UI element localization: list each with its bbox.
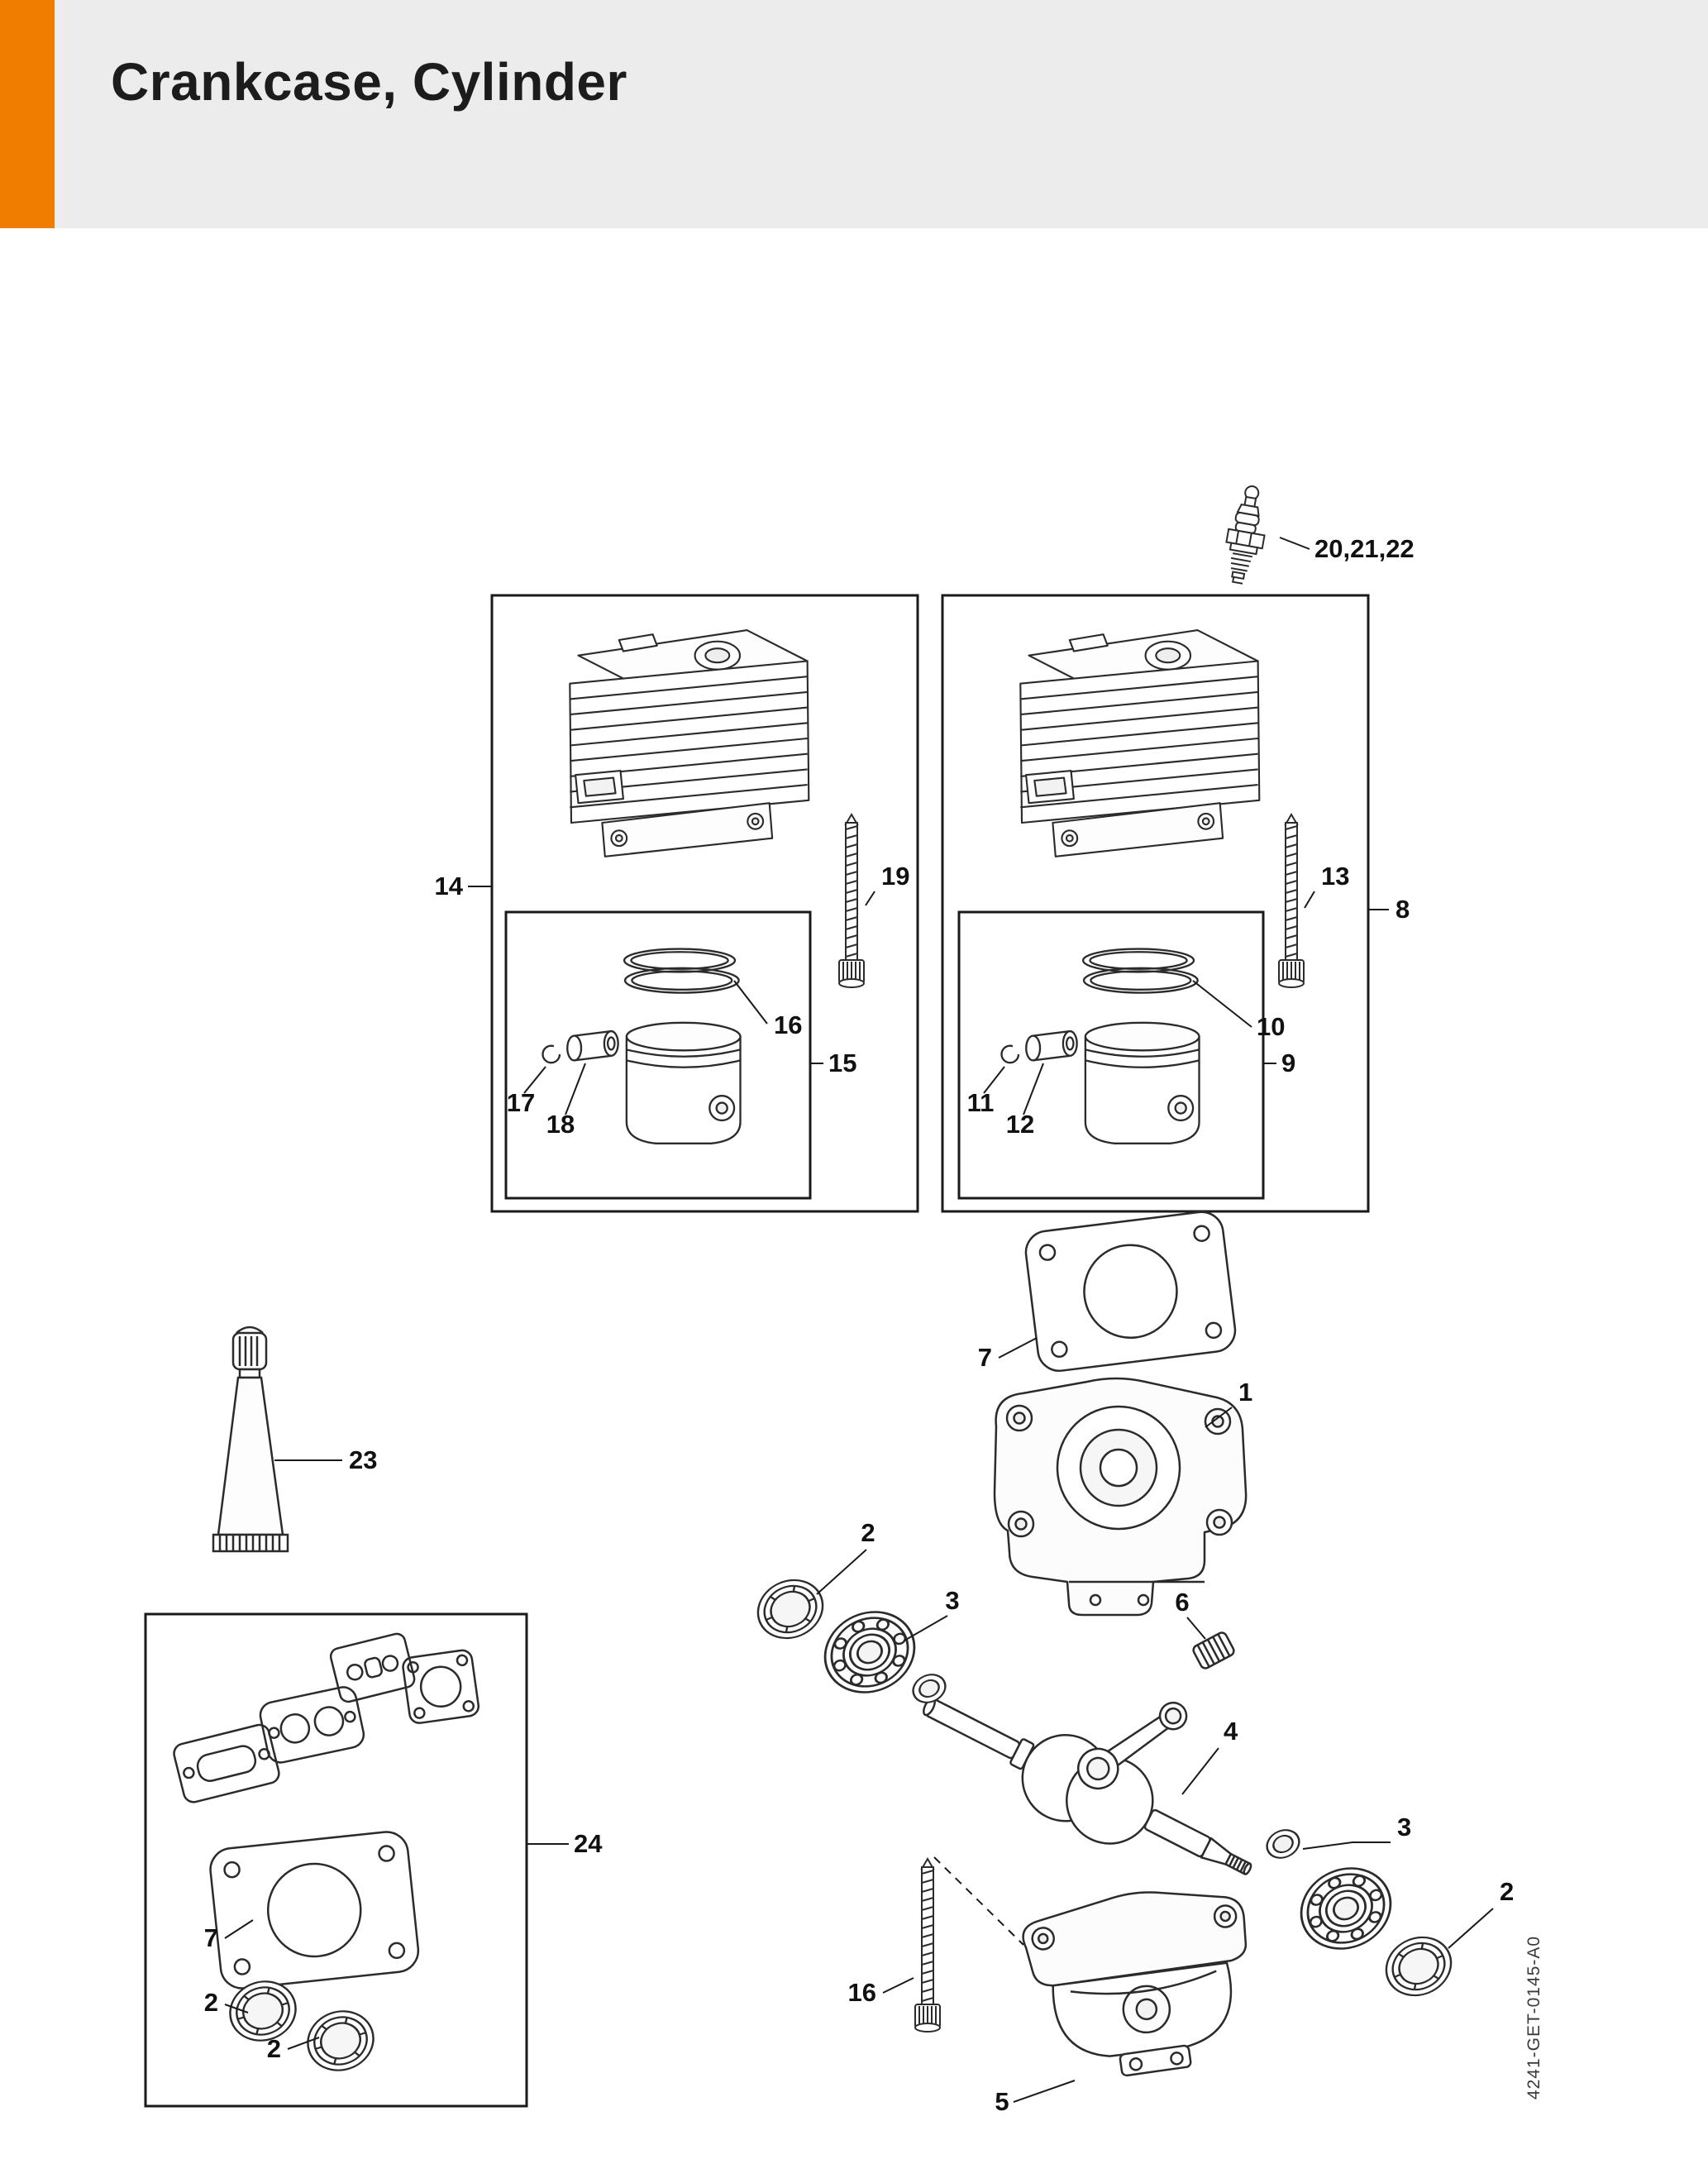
callout-24: 24 [574, 1829, 603, 1858]
callout-23: 23 [349, 1445, 377, 1474]
base-gasket-drawing-7b [207, 1828, 422, 1992]
leader-line [224, 2004, 249, 2013]
leader-line [1448, 1908, 1494, 1949]
leader-line [224, 1919, 254, 1939]
leader-line [983, 1066, 1005, 1094]
callout-6: 6 [1175, 1588, 1189, 1617]
leader-line [816, 1549, 867, 1595]
gasket-set-contents [173, 1632, 480, 2080]
callout-7b: 7 [204, 1923, 218, 1952]
leader-line [287, 2037, 320, 2050]
callout-16: 16 [774, 1010, 802, 1039]
callout-4: 4 [1224, 1717, 1238, 1746]
assembly-boxes [144, 594, 1370, 2108]
sealant-tube-drawing [212, 1326, 289, 1553]
muffler-gasket-drawing [173, 1723, 280, 1803]
leader-line [565, 1063, 586, 1115]
leader-line [733, 980, 768, 1025]
cylinder-screw-drawing-19 [838, 814, 865, 988]
callout-9: 9 [1281, 1049, 1295, 1077]
piston-box-9 [957, 910, 1265, 1200]
leader-line [1013, 2080, 1076, 2103]
leader-line [1302, 1841, 1391, 1850]
callout-18: 18 [546, 1110, 575, 1139]
oil-seal-drawing-2b [1376, 1926, 1462, 2007]
callout-2: 2 [861, 1518, 875, 1547]
gasket-set-box-24 [144, 1612, 528, 2108]
leader-line [904, 1615, 948, 1641]
washer-drawing-3b [1262, 1824, 1305, 1864]
callout-19: 19 [881, 862, 909, 891]
assembly-box-8 [941, 594, 1370, 1213]
leader-line [1186, 1617, 1206, 1640]
screw-axis-dashed-line [933, 1856, 1024, 1946]
callout-20-21-22: 20,21,22 [1314, 534, 1415, 563]
callout-12: 12 [1006, 1110, 1034, 1139]
oil-seal-drawing-2a [747, 1569, 833, 1650]
intake-gasket-drawing [259, 1686, 365, 1764]
crankcase-lower-drawing [1022, 1891, 1248, 2077]
ball-bearing-drawing-3a [811, 1597, 928, 1708]
callout-5: 5 [995, 2087, 1009, 2116]
leader-line [1304, 891, 1315, 909]
leader-line [1181, 1747, 1219, 1795]
accent-bar [0, 0, 55, 228]
callout-14: 14 [435, 872, 464, 900]
callout-1: 1 [1238, 1378, 1252, 1407]
crankshaft-drawing [923, 1697, 1252, 1875]
callout-16b: 16 [848, 1978, 876, 2007]
needle-cage-drawing [1192, 1631, 1235, 1669]
leader-line [1023, 1063, 1044, 1115]
header-band: Crankcase, Cylinder [0, 0, 1708, 228]
callout-10: 10 [1257, 1012, 1285, 1041]
leader-lines [224, 537, 1494, 2103]
callout-2c: 2 [204, 1988, 218, 2017]
washer-drawing-3a [908, 1669, 951, 1708]
callout-3b: 3 [1397, 1813, 1411, 1841]
carb-flange-gasket-drawing [402, 1649, 480, 1724]
callout-labels: 14 19 16 15 17 18 13 8 10 9 11 12 20,21,… [204, 534, 1515, 2116]
leader-line [1205, 1407, 1233, 1428]
cylinder-drawing-right [1019, 629, 1261, 857]
callout-17: 17 [507, 1088, 535, 1117]
callout-2b: 2 [1500, 1877, 1514, 1906]
leader-line [1192, 980, 1252, 1028]
document-code: 4241-GET-0145-A0 [1524, 1936, 1543, 2099]
callout-8: 8 [1396, 895, 1410, 924]
callout-13: 13 [1321, 862, 1349, 891]
cylinder-drawing-left [569, 629, 810, 857]
spark-plug-drawing [1225, 485, 1266, 585]
page-title: Crankcase, Cylinder [111, 52, 627, 112]
base-gasket-drawing-7 [1022, 1208, 1239, 1374]
crankcase-upper-drawing [993, 1377, 1248, 1617]
leader-line [523, 1066, 546, 1094]
ball-bearing-drawing-3b [1287, 1853, 1405, 1964]
callout-3: 3 [945, 1586, 959, 1615]
callout-7: 7 [978, 1343, 992, 1372]
oil-seal-drawing-2c [221, 1971, 305, 2051]
crankcase-screw-drawing-16 [914, 1858, 941, 2033]
callout-11: 11 [967, 1088, 995, 1117]
leader-line [882, 1977, 914, 1994]
callout-2d: 2 [267, 2034, 281, 2063]
leader-line [1279, 537, 1310, 550]
leader-line [865, 891, 875, 906]
leader-line [998, 1337, 1038, 1359]
callout-15: 15 [828, 1049, 856, 1077]
cylinder-screw-drawing-13 [1278, 814, 1305, 988]
piston-box-15 [504, 910, 812, 1200]
assembly-box-14 [490, 594, 919, 1213]
